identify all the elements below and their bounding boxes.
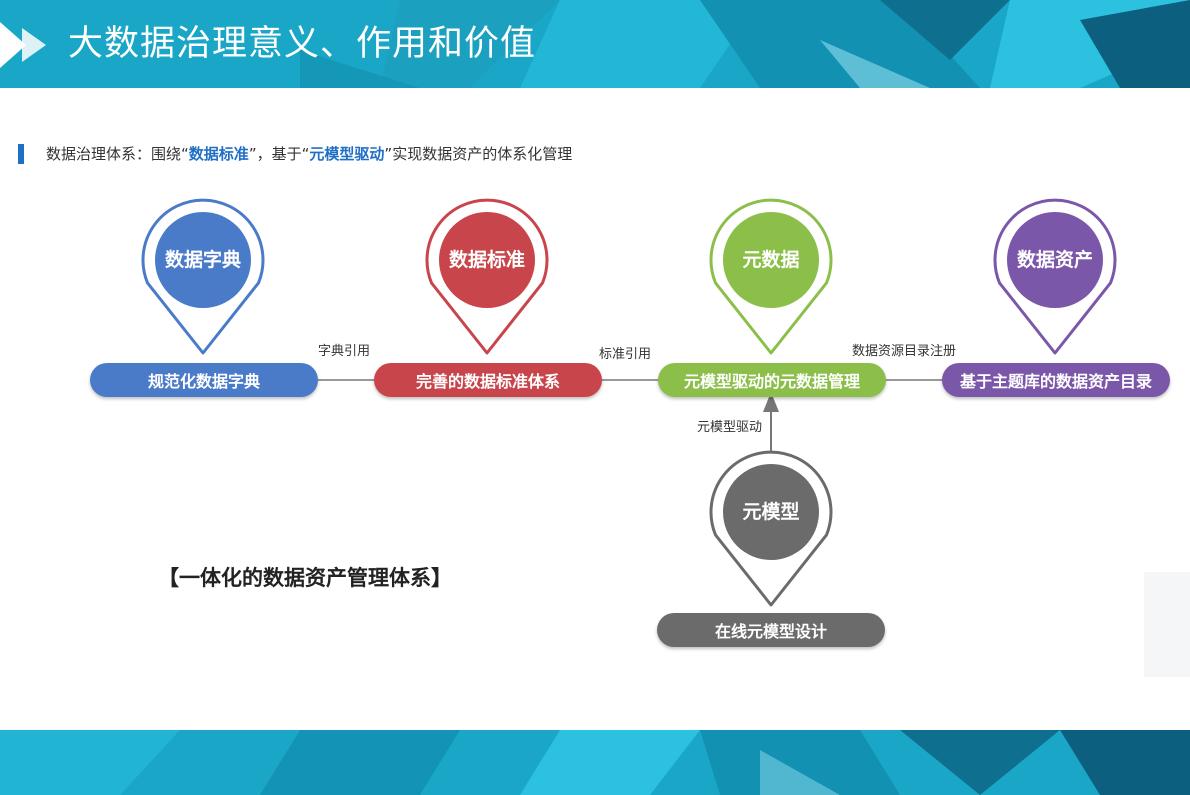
- diagram-caption: 【一体化的数据资产管理体系】: [158, 566, 452, 590]
- subtitle-highlight-standard: 数据标准: [188, 145, 249, 163]
- subtitle-row: 数据治理体系：围绕“数据标准”，基于“元模型驱动”实现数据资产的体系化管理: [18, 143, 572, 165]
- pin-data-standard: [425, 198, 549, 355]
- pin-label-data-standard: 数据标准: [448, 249, 525, 271]
- pin-metamodel: [709, 450, 833, 607]
- subtitle-bullet-bar: [18, 144, 24, 164]
- subtitle: 数据治理体系：围绕“数据标准”，基于“元模型驱动”实现数据资产的体系化管理: [46, 143, 572, 165]
- pin-metadata: [709, 198, 833, 355]
- pin-circle: [1007, 212, 1103, 308]
- pin-circle: [723, 464, 819, 560]
- edge-label-metamodel-driven: 元模型驱动: [697, 420, 763, 435]
- edge-label-standard-reference: 标准引用: [599, 347, 652, 362]
- pin-circle: [439, 212, 535, 308]
- slide-title: 大数据治理意义、作用和价值: [68, 24, 537, 64]
- pin-data-asset: [993, 198, 1117, 355]
- pill-asset-catalog: 基于主题库的数据资产目录: [942, 363, 1170, 397]
- pill-metadata-management: 元模型驱动的元数据管理: [658, 363, 886, 397]
- pill-standard-system: 完善的数据标准体系: [374, 363, 602, 397]
- subtitle-quote-close-2: ”: [384, 145, 393, 163]
- logo-icon: [0, 20, 50, 74]
- pin-circle: [723, 212, 819, 308]
- edge-label-dictionary-reference: 字典引用: [318, 344, 371, 359]
- pin-label-data-dictionary: 数据字典: [164, 249, 241, 271]
- subtitle-quote-open-1: “: [181, 145, 189, 163]
- pin-label-metadata: 元数据: [742, 249, 800, 271]
- pill-standardized-dictionary: 规范化数据字典: [90, 363, 318, 397]
- subtitle-prefix: 数据治理体系：围绕: [46, 145, 182, 163]
- subtitle-quote-close-1: ”: [248, 145, 257, 163]
- subtitle-suffix: 实现数据资产的体系化管理: [392, 145, 573, 163]
- pin-label-metamodel: 元模型: [742, 501, 800, 523]
- pin-circle: [155, 212, 251, 308]
- subtitle-highlight-metamodel: 元模型驱动: [309, 145, 385, 163]
- footer-banner: [0, 730, 1190, 795]
- edge-label-catalog-registration: 数据资源目录注册: [852, 344, 957, 359]
- header-banner: [0, 0, 1190, 88]
- subtitle-quote-open-2: “: [301, 145, 310, 163]
- pin-label-data-asset: 数据资产: [1016, 249, 1093, 271]
- pill-online-metamodel-design: 在线元模型设计: [657, 613, 885, 647]
- side-decoration: [1144, 572, 1190, 677]
- pin-data-dictionary: [141, 198, 265, 355]
- subtitle-mid: ，基于: [256, 145, 302, 163]
